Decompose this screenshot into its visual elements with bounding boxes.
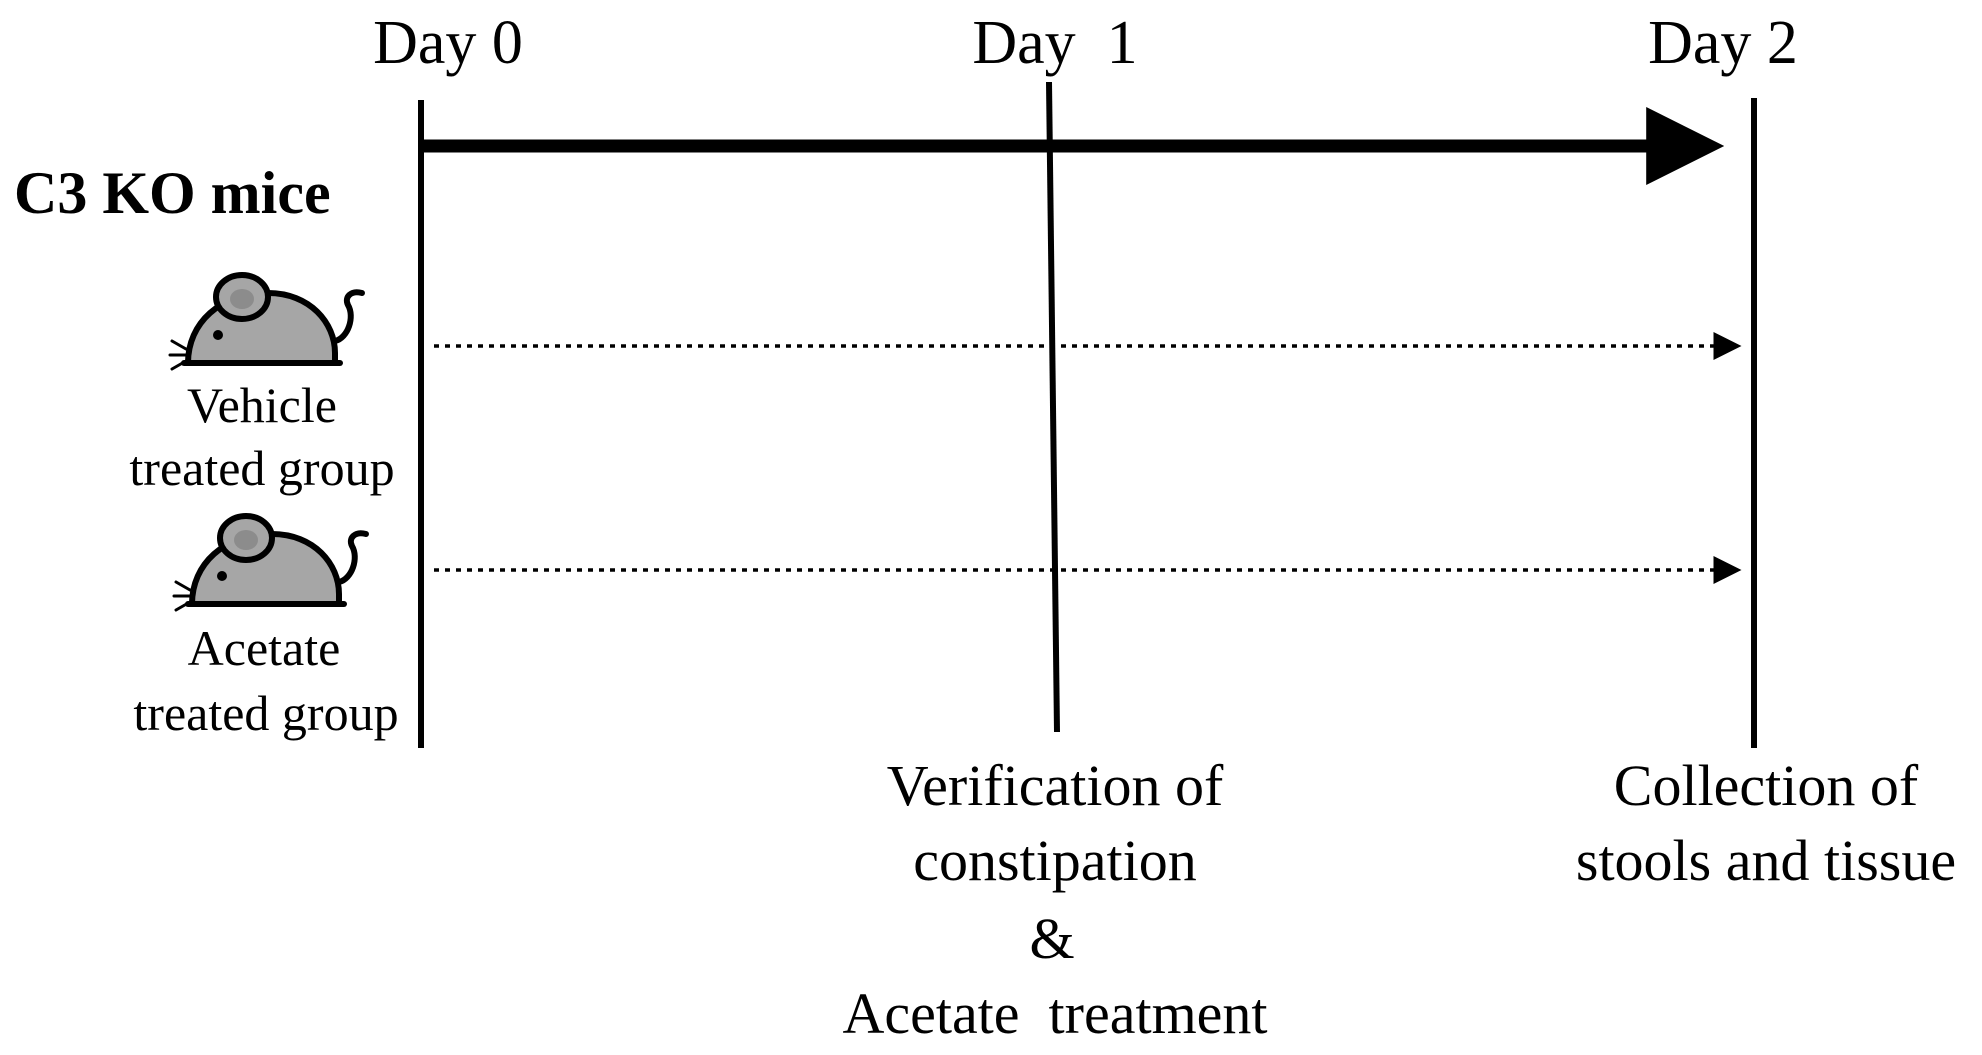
event-line: constipation xyxy=(913,828,1197,893)
day-1-label: Day 1 xyxy=(972,9,1137,77)
event-line: Verification of xyxy=(887,753,1224,818)
day-2-label: Day 2 xyxy=(1648,9,1798,77)
event-line: & xyxy=(1029,906,1074,971)
vehicle-group: Vehicle treated group xyxy=(129,275,1742,496)
group-label-line: treated group xyxy=(133,685,398,741)
group-label-line: Acetate xyxy=(188,620,341,676)
subject-label: C3 KO mice xyxy=(14,160,331,226)
event-line: Acetate treatment xyxy=(842,981,1267,1046)
group-label-line: Vehicle xyxy=(187,377,337,433)
event-line: stools and tissue xyxy=(1576,828,1956,893)
event-line: Collection of xyxy=(1614,753,1919,818)
mouse-icon xyxy=(174,516,366,610)
mouse-icon xyxy=(170,275,362,369)
group-label-line: treated group xyxy=(129,440,394,496)
acetate-group: Acetate treated group xyxy=(133,516,1742,741)
day-0-label: Day 0 xyxy=(373,9,523,77)
day-2-event: Collection of stools and tissue xyxy=(1576,753,1956,893)
day-1-event: Verification of constipation & Acetate t… xyxy=(842,753,1267,1046)
day-1-marker-line xyxy=(1046,81,1060,733)
